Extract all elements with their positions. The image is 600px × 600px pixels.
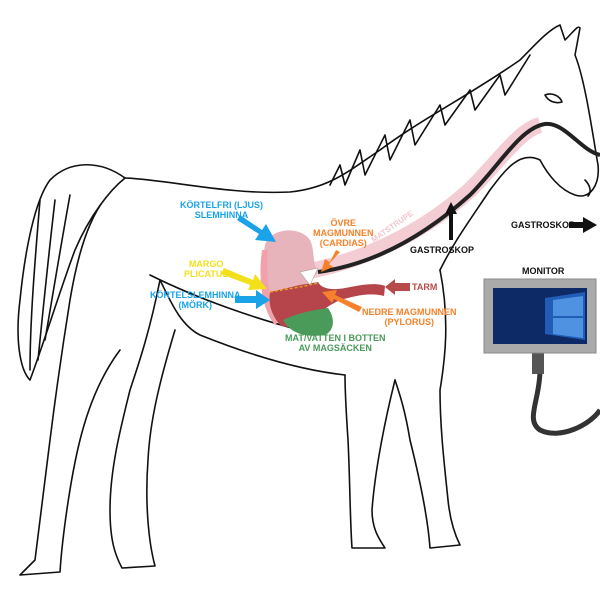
label-gastroskop-arrow: GASTROSKOP bbox=[511, 220, 576, 230]
arrow-kortelfri bbox=[237, 215, 276, 242]
arrow-kortelslemhinna bbox=[235, 290, 270, 309]
label-monitor: MONITOR bbox=[522, 266, 565, 276]
monitor bbox=[483, 278, 600, 436]
monitor-cable bbox=[530, 369, 600, 436]
label-line: (CARDIAS) bbox=[319, 238, 367, 248]
label-kortelslemhinna: KÖRTELSLEMHINNA(MÖRK) bbox=[150, 290, 241, 310]
arrow-margo bbox=[221, 268, 267, 290]
label-line: KÖRTELFRI (LJUS) bbox=[180, 200, 263, 210]
label-gastroskop-tube: GASTROSKOP bbox=[410, 245, 475, 255]
arrows bbox=[221, 202, 597, 312]
label-line: (PYLORUS) bbox=[384, 317, 435, 327]
label-line: SLEMHINNA bbox=[194, 210, 249, 220]
label-line: MAGMUNNEN bbox=[313, 228, 374, 238]
arrow-nedre bbox=[322, 290, 362, 312]
label-line: AV MAGSÄCKEN bbox=[298, 343, 372, 353]
label-line: ÖVRE bbox=[330, 218, 356, 228]
arrow-gastroskop-right bbox=[569, 217, 597, 233]
label-line: NEDRE MAGMUNNEN bbox=[362, 307, 457, 317]
label-line: PLICATUS bbox=[184, 269, 229, 279]
label-line: (MÖRK) bbox=[178, 300, 213, 310]
label-tarm: TARM bbox=[412, 282, 438, 292]
label-line: MARGO bbox=[188, 259, 224, 269]
label-line: KÖRTELSLEMHINNA bbox=[150, 290, 241, 300]
stomach bbox=[260, 230, 385, 336]
horse-outline bbox=[17, 24, 600, 576]
arrow-gastroskop-up bbox=[445, 202, 457, 240]
label-kortelfri: KÖRTELFRI (LJUS)SLEMHINNA bbox=[180, 200, 263, 220]
label-line: MAT/VATTEN I BOTTEN bbox=[285, 333, 386, 343]
arrow-ovre bbox=[321, 250, 340, 272]
arrow-tarm bbox=[385, 279, 410, 295]
gastroscope-tube bbox=[317, 121, 600, 274]
label-nedre-magmunnen: NEDRE MAGMUNNEN(PYLORUS) bbox=[362, 307, 457, 327]
